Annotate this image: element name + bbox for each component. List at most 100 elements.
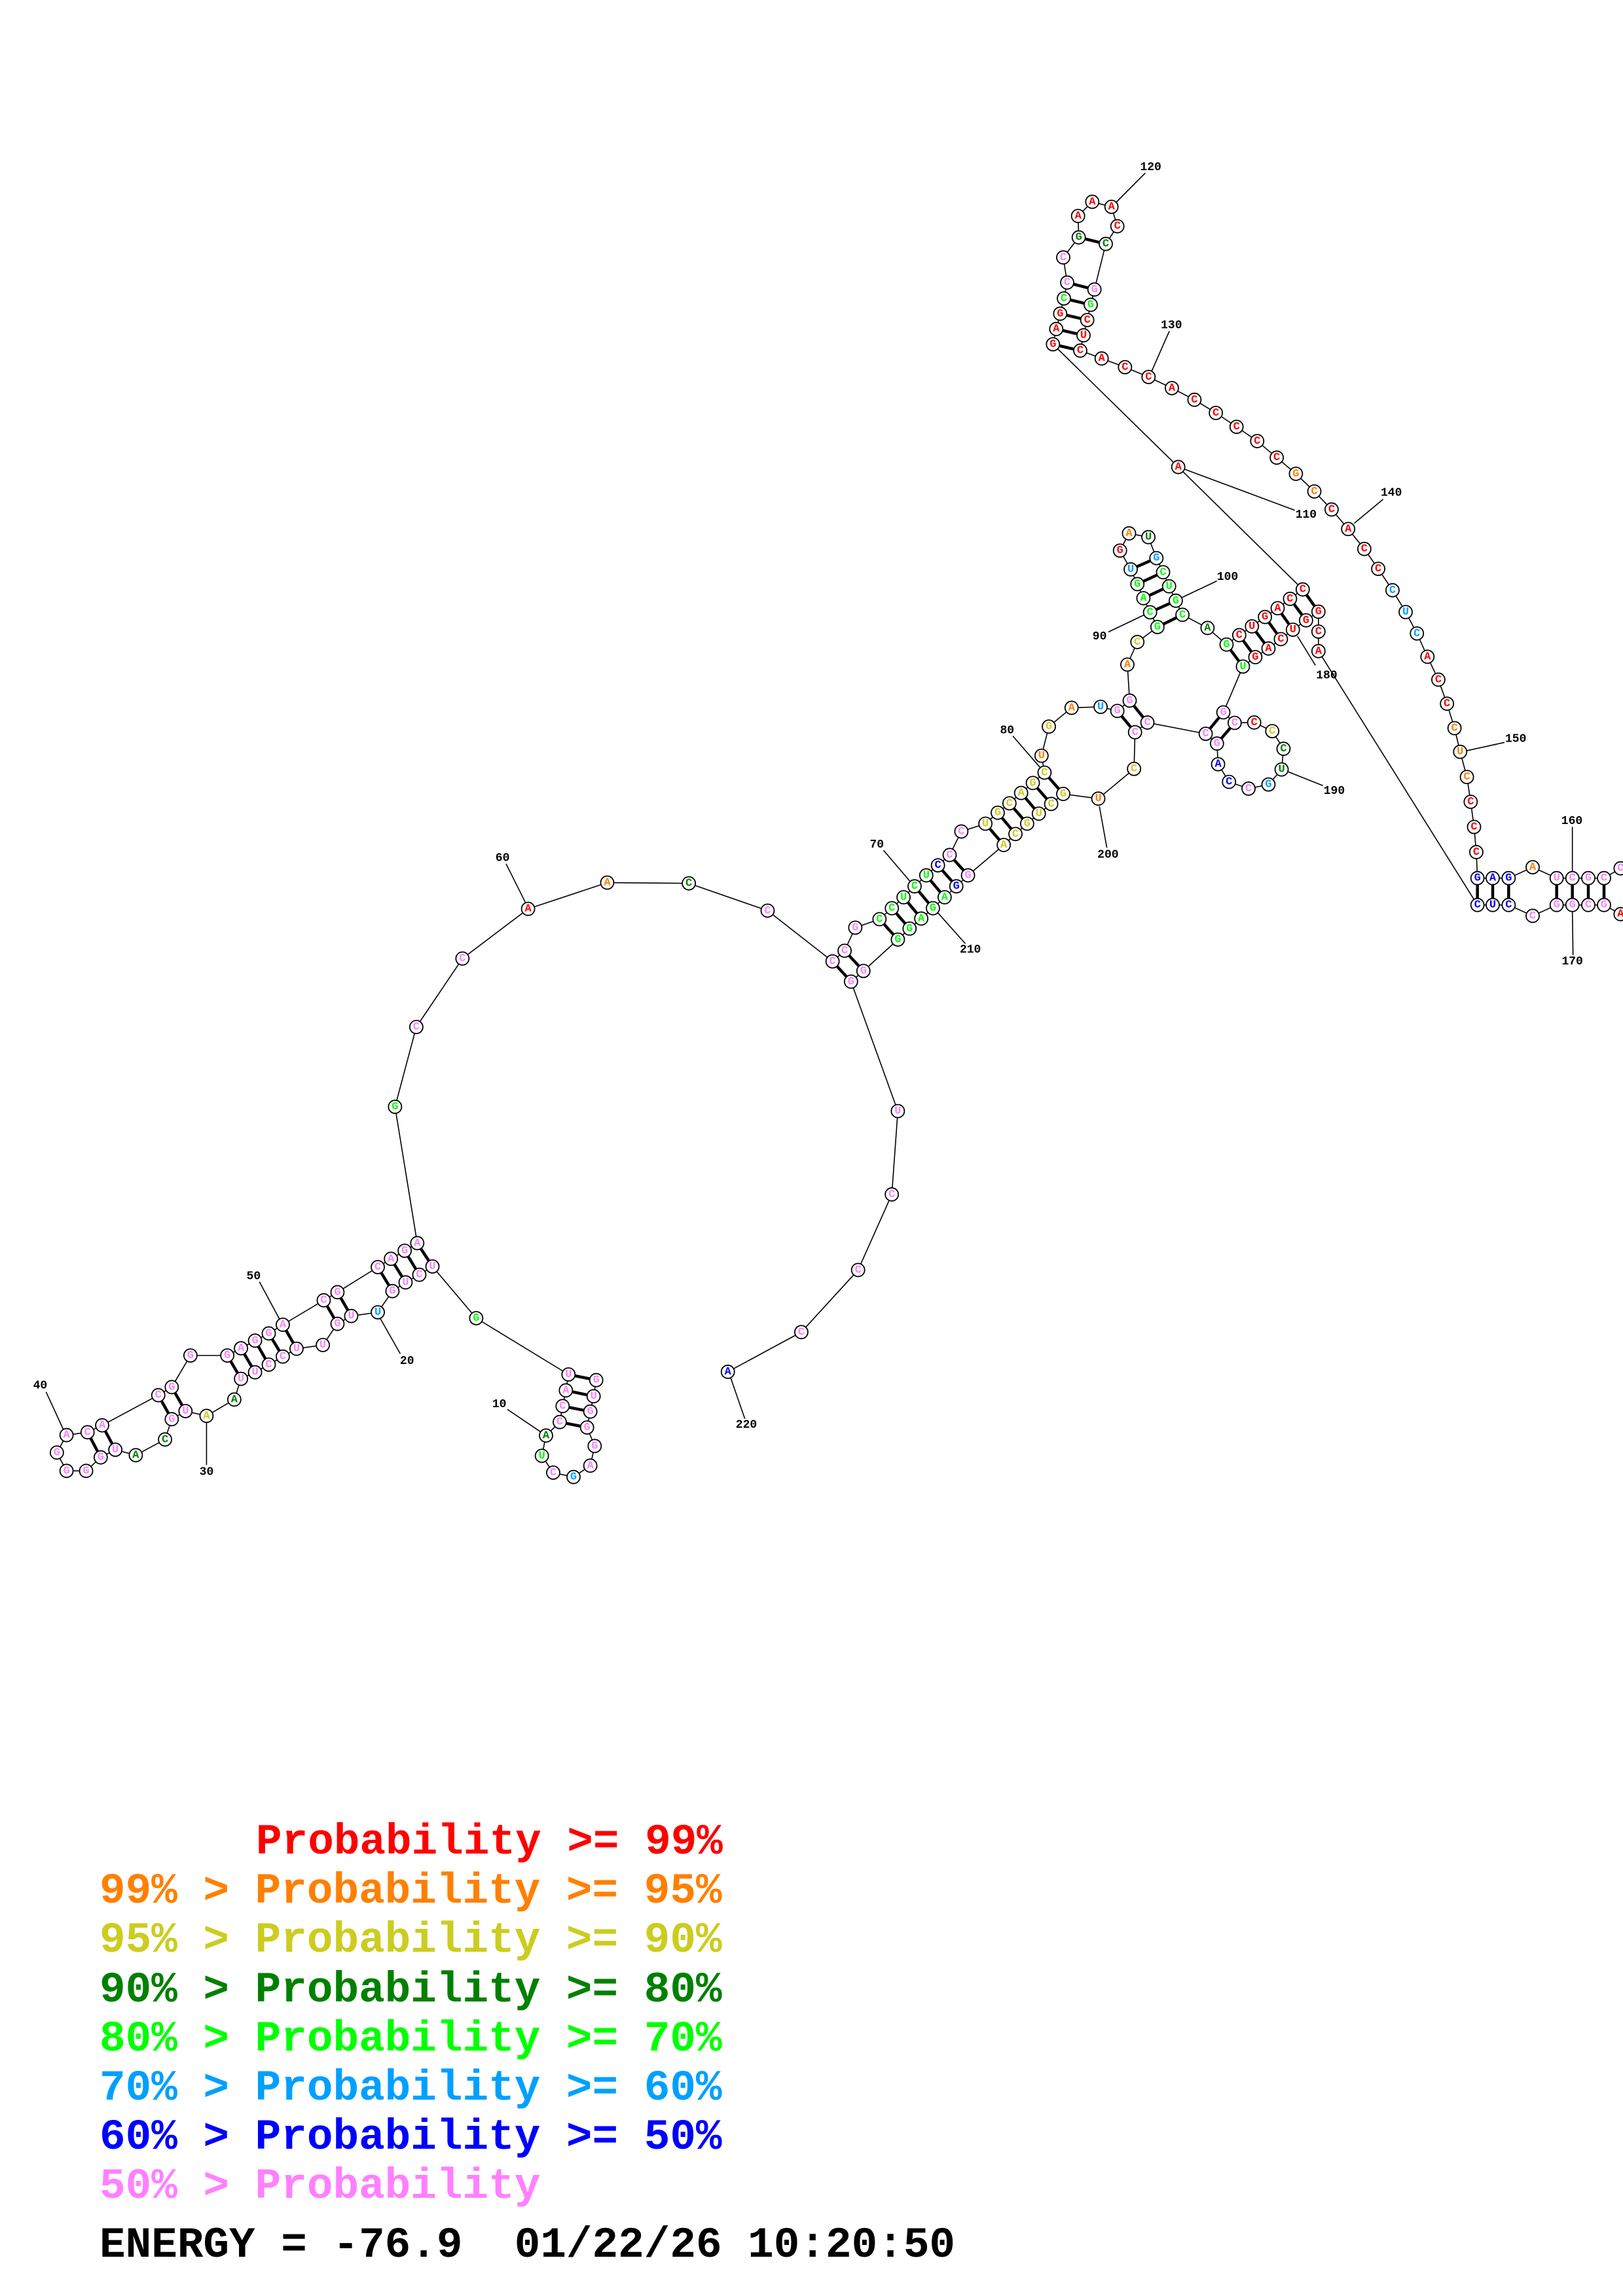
- position-tick: [259, 1281, 281, 1321]
- legend-text: Probability >= 80%: [255, 1965, 722, 2015]
- nucleotide-circle: [1261, 777, 1276, 792]
- backbone-segment: [968, 844, 1004, 876]
- nucleotide-letter: G: [1214, 738, 1220, 750]
- nucleotide-letter: A: [1204, 622, 1211, 634]
- nucleotide-circle: [837, 943, 852, 958]
- nucleotide-letter: U: [1095, 793, 1101, 805]
- nucleotide-circle: [128, 1448, 143, 1463]
- nucleotide-circle: [1229, 420, 1244, 435]
- nucleotide-letter: C: [1191, 394, 1197, 406]
- nucleotide-letter: G: [187, 1350, 194, 1362]
- nucleotide: G: [1248, 650, 1263, 664]
- nucleotide-circle: [978, 816, 993, 831]
- nucleotide-letter: G: [1134, 578, 1140, 590]
- nucleotide: G: [1169, 593, 1183, 608]
- nucleotide-letter: G: [401, 1245, 408, 1257]
- nucleotide-letter: C: [876, 913, 883, 925]
- backbone-segment: [394, 1026, 417, 1107]
- nucleotide-circle: [1198, 726, 1213, 742]
- nucleotide-letter: G: [54, 1446, 60, 1459]
- nucleotide-letter: C: [1601, 872, 1607, 885]
- nucleotide-letter: G: [1585, 872, 1592, 885]
- nucleotide: G: [902, 921, 917, 936]
- position-tick: [938, 912, 966, 944]
- nucleotide: A: [1311, 643, 1326, 658]
- nucleotide-letter: G: [82, 1465, 89, 1477]
- position-label: 40: [33, 1380, 48, 1393]
- nucleotide: G: [890, 932, 905, 947]
- legend-item: 95% > Probability >= 90%: [100, 1919, 722, 1962]
- nucleotide-letter: A: [1617, 908, 1623, 921]
- nucleotide-circle: [1467, 819, 1482, 834]
- nucleotide-circle: [1227, 715, 1242, 730]
- nucleotide-letter: A: [132, 1449, 139, 1462]
- nucleotide-circle: [151, 1388, 166, 1403]
- nucleotide: G: [1597, 897, 1611, 912]
- nucleotide-letter: U: [1402, 606, 1409, 619]
- nucleotide-letter: G: [1024, 817, 1030, 830]
- backbone-segment: [863, 939, 898, 972]
- nucleotide-circle: [872, 912, 887, 927]
- nucleotide-circle: [1211, 757, 1226, 772]
- nucleotide-circle: [1410, 626, 1425, 641]
- nucleotide: A: [227, 1392, 242, 1407]
- nucleotide-circle: [1056, 250, 1070, 265]
- position-tick: [1108, 614, 1146, 633]
- nucleotide-letter: G: [570, 1471, 577, 1484]
- nucleotide-circle: [164, 1380, 179, 1395]
- legend-item: 60% > Probability >= 50%: [100, 2116, 722, 2159]
- nucleotide-circle: [555, 1399, 570, 1414]
- nucleotide-circle: [1311, 643, 1326, 658]
- legend-prefix: 60% >: [100, 2113, 255, 2162]
- nucleotide-letter: C: [1451, 723, 1458, 735]
- nucleotide-letter: U: [1097, 701, 1104, 713]
- position-tick: [1116, 172, 1146, 203]
- position-ticks: 1020304050607080901001101201301401501601…: [33, 161, 1583, 1479]
- nucleotide-circle: [1161, 579, 1176, 594]
- nucleotide: U: [1161, 579, 1176, 594]
- nucleotide-letter: C: [1273, 452, 1280, 464]
- nucleotide-letter: C: [830, 956, 836, 968]
- nucleotide: A: [199, 1408, 214, 1424]
- nucleotide-letter: G: [334, 1286, 340, 1299]
- nucleotide-circle: [289, 1341, 304, 1356]
- position-label: 190: [1324, 785, 1345, 798]
- nucleotide-letter: G: [251, 1335, 258, 1347]
- nucleotide-circle: [1056, 787, 1070, 801]
- nucleotide-circle: [1187, 392, 1202, 407]
- nucleotide-letter: A: [414, 1237, 421, 1249]
- nucleotide: C: [371, 1260, 385, 1274]
- nucleotide-circle: [1019, 816, 1034, 831]
- nucleotide: G: [1130, 577, 1145, 592]
- nucleotide-circle: [1091, 791, 1106, 806]
- nucleotide-letter: A: [1018, 787, 1025, 800]
- nucleotide-letter: C: [1413, 628, 1420, 640]
- backbone-segment: [394, 1106, 418, 1244]
- nucleotide-letter: G: [1223, 639, 1230, 651]
- position-tick: [883, 850, 911, 882]
- nucleotide-circle: [1093, 700, 1108, 714]
- nucleotide-circle: [1324, 502, 1339, 517]
- nucleotide-circle: [183, 1348, 198, 1363]
- nucleotide: C: [1613, 861, 1623, 876]
- position-tick: [1012, 735, 1041, 768]
- nucleotide: A: [1261, 641, 1276, 656]
- nucleotide-circle: [884, 901, 900, 916]
- nucleotide: G: [1019, 816, 1034, 831]
- nucleotide-letter: G: [1315, 606, 1322, 619]
- nucleotide-letter: G: [1126, 694, 1133, 707]
- nucleotide-circle: [1087, 282, 1102, 297]
- position-label: 70: [869, 838, 884, 852]
- nucleotide-circle: [1311, 604, 1326, 619]
- nucleotide-letter: C: [1311, 486, 1317, 498]
- nucleotide-circle: [1385, 583, 1400, 598]
- nucleotide: A: [1122, 526, 1137, 541]
- nucleotide-letter: U: [251, 1367, 258, 1379]
- position-tick: [1288, 771, 1324, 787]
- backbone-lines: [56, 201, 1621, 1478]
- nucleotide: U: [919, 868, 934, 883]
- nucleotide: C: [276, 1349, 290, 1364]
- nucleotide: C: [316, 1293, 331, 1308]
- nucleotide: G: [397, 1244, 412, 1258]
- nucleotide-circle: [1099, 236, 1113, 251]
